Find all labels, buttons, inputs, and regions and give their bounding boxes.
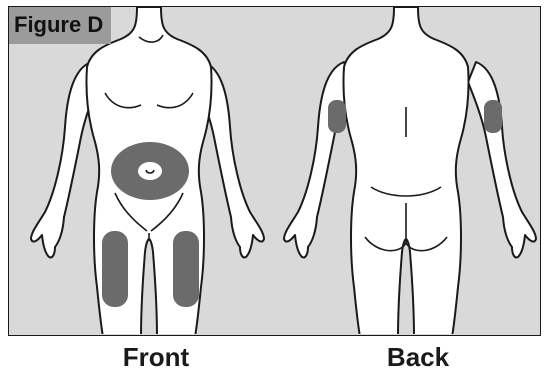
figure-panel: Figure D <box>8 6 541 336</box>
right-thigh-injection-site <box>173 231 199 307</box>
back-left-arm <box>284 62 352 257</box>
back-view-label: Back <box>348 342 488 372</box>
left-thigh-injection-site <box>102 231 128 307</box>
back-torso <box>343 7 468 334</box>
body-diagram <box>9 7 539 334</box>
back-right-arm-injection-site <box>484 100 502 133</box>
navel-marker <box>138 162 162 180</box>
back-left-arm-injection-site <box>328 100 346 133</box>
front-view-label: Front <box>86 342 226 372</box>
back-figure <box>284 7 536 334</box>
front-figure <box>31 7 264 334</box>
figure-tag: Figure D <box>9 7 111 44</box>
back-right-arm <box>468 62 536 257</box>
